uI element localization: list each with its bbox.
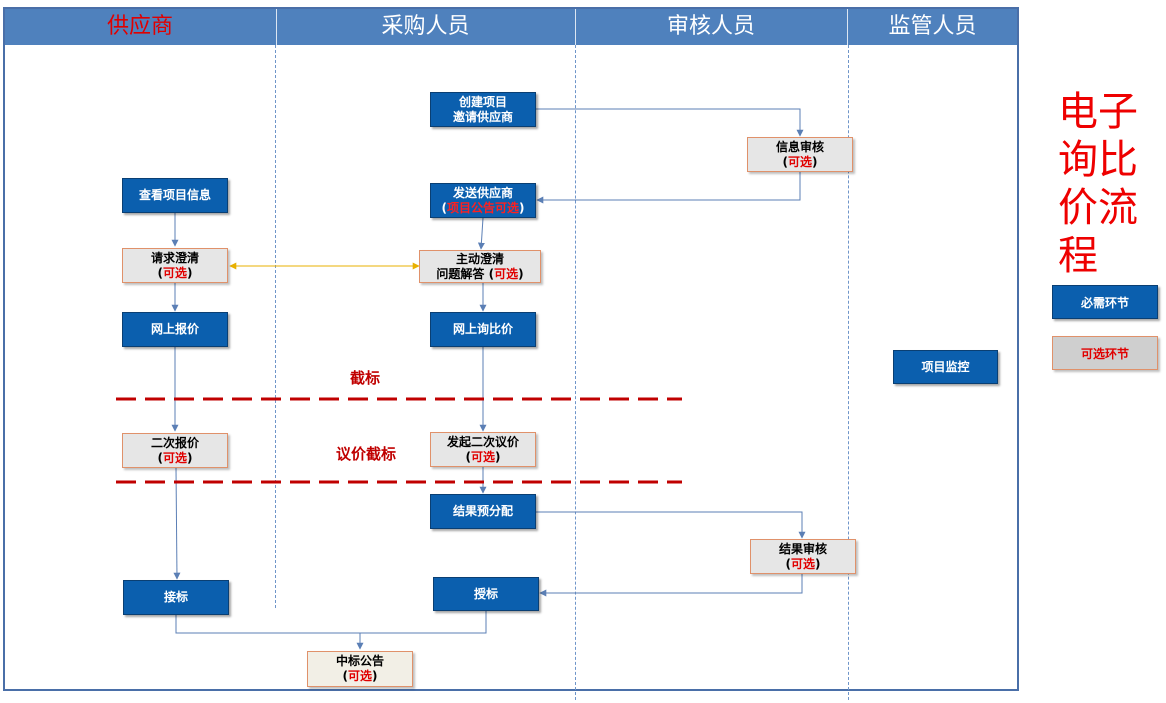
lane-divider (848, 45, 849, 700)
node-info-review: 信息审核 (可选) (747, 137, 853, 172)
node-second-quote-label: 二次报价 (150, 435, 199, 450)
header-separator (276, 9, 277, 45)
optional-tag: 可选 (787, 154, 812, 169)
node-view-project-label: 查看项目信息 (138, 188, 211, 202)
node-view-project: 查看项目信息 (122, 178, 228, 213)
legend-optional: 可选环节 (1052, 336, 1158, 370)
node-online-quote: 网上报价 (122, 312, 228, 347)
node-award-bid: 授标 (433, 577, 539, 611)
node-create-project-line2: 邀请供应商 (452, 109, 513, 124)
header-separator (847, 9, 848, 45)
node-send-supplier: 发送供应商 (项目公告可选) (430, 183, 536, 218)
optional-tag: 可选 (347, 669, 372, 683)
node-award-bid-label: 授标 (473, 586, 498, 601)
lane-title-supervisor: 监管人员 (888, 14, 977, 39)
node-result-review-label: 结果审核 (778, 541, 827, 556)
lane-header-bar (5, 9, 1017, 45)
node-award-notice-label: 中标公告 (335, 654, 384, 668)
header-separator (575, 9, 576, 45)
node-accept-bid: 接标 (123, 580, 229, 615)
node-project-monitor: 项目监控 (893, 350, 998, 384)
optional-tag: 可选 (494, 266, 519, 281)
node-info-review-label: 信息审核 (775, 139, 824, 154)
node-request-clarify: 请求澄清 (可选) (122, 248, 228, 283)
node-send-supplier-label: 发送供应商 (452, 185, 513, 200)
node-result-review: 结果审核 (可选) (750, 539, 856, 574)
node-second-negotiation-label: 发起二次议价 (446, 434, 519, 449)
lane-title-buyer: 采购人员 (381, 14, 470, 39)
optional-tag: 可选 (162, 265, 187, 280)
node-online-quote-label: 网上报价 (150, 322, 199, 336)
cutoff-label-negotiation-close: 议价截标 (336, 445, 397, 463)
optional-tag: 可选 (790, 556, 815, 571)
node-second-quote: 二次报价 (可选) (122, 433, 228, 468)
lane-title-supplier: 供应商 (106, 14, 173, 39)
node-award-notice: 中标公告 (可选) (307, 651, 413, 687)
node-active-clarify: 主动澄清 问题解答 (可选) (419, 250, 541, 283)
node-pre-allocate-label: 结果预分配 (452, 504, 513, 518)
legend-required: 必需环节 (1052, 285, 1158, 319)
cutoff-label-bid-close: 截标 (350, 369, 381, 387)
node-request-clarify-label: 请求澄清 (150, 250, 199, 265)
node-pre-allocate: 结果预分配 (430, 494, 536, 529)
node-online-inquiry-label: 网上询比价 (452, 322, 513, 336)
lane-divider (575, 45, 576, 700)
node-active-clarify-line2: 问题解答 (436, 266, 485, 281)
node-accept-bid-label: 接标 (163, 590, 188, 604)
lane-title-reviewer: 审核人员 (666, 14, 755, 39)
node-project-monitor-label: 项目监控 (921, 359, 970, 374)
node-create-project: 创建项目 邀请供应商 (430, 92, 536, 127)
process-title: 电子询比价流程 (1058, 89, 1138, 279)
lane-divider (275, 45, 276, 608)
optional-tag: 可选 (470, 449, 495, 464)
node-online-inquiry: 网上询比价 (430, 312, 536, 347)
optional-tag: 可选 (162, 450, 187, 465)
node-create-project-line1: 创建项目 (458, 94, 507, 109)
node-send-supplier-note: 项目公告可选 (446, 200, 519, 215)
node-second-negotiation: 发起二次议价 (可选) (430, 432, 536, 467)
node-active-clarify-line1: 主动澄清 (455, 251, 504, 266)
